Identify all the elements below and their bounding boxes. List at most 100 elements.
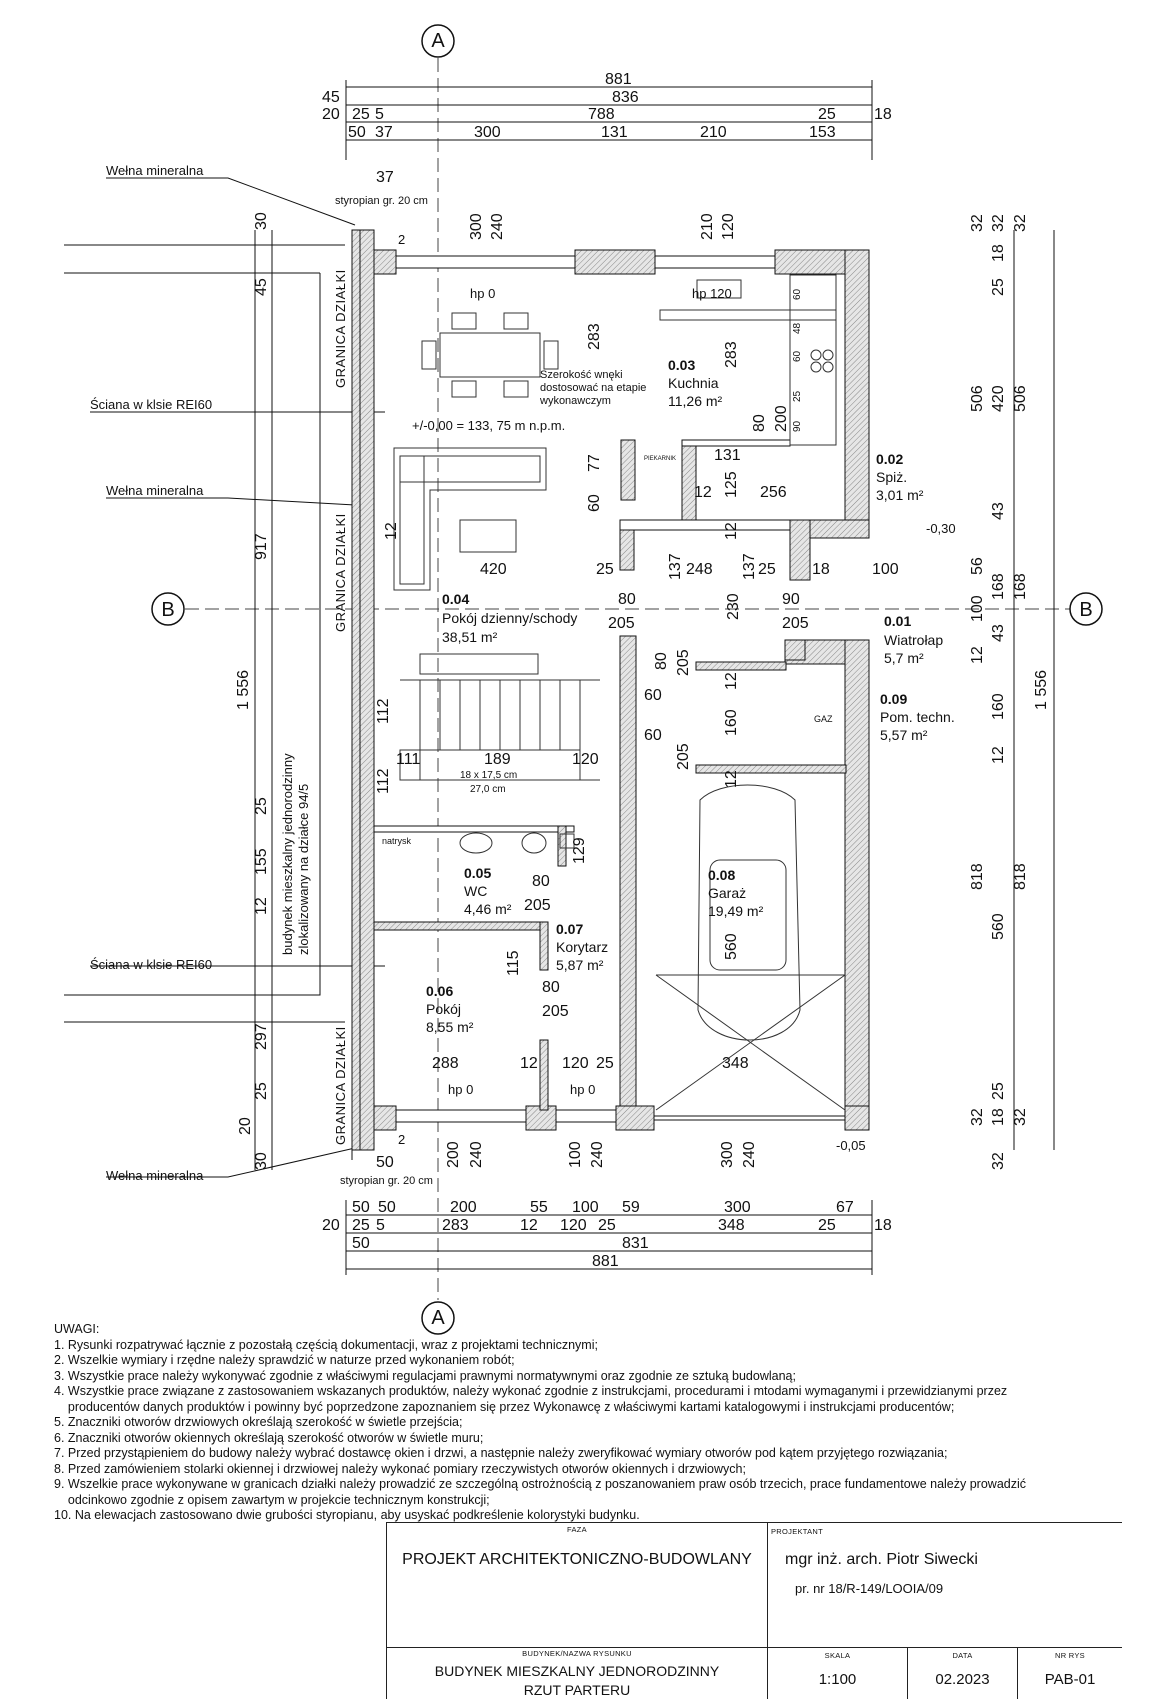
rysunek-value: RZUT PARTERU: [523, 1682, 631, 1698]
svg-text:Spiż.: Spiż.: [876, 469, 907, 485]
svg-text:210: 210: [699, 213, 716, 240]
svg-text:25: 25: [990, 278, 1007, 296]
svg-text:32: 32: [969, 1108, 986, 1126]
room-spiz: 0.02 Spiż. 3,01 m²: [876, 451, 924, 503]
svg-text:240: 240: [468, 1141, 485, 1168]
svg-text:32: 32: [990, 214, 1007, 232]
svg-text:205: 205: [524, 897, 551, 914]
svg-text:788: 788: [588, 106, 615, 123]
svg-text:12: 12: [383, 522, 400, 540]
svg-text:153: 153: [809, 124, 836, 141]
svg-text:50: 50: [352, 1235, 370, 1252]
svg-text:3,01 m²: 3,01 m²: [876, 487, 924, 503]
callout-labels: Wełna mineralna Ściana w klsie REI60 Weł…: [90, 163, 212, 1183]
svg-text:18: 18: [812, 561, 830, 578]
svg-text:0.05: 0.05: [464, 865, 491, 881]
svg-text:25: 25: [818, 106, 836, 123]
svg-text:12: 12: [723, 672, 740, 690]
room-technical: 0.09 Pom. techn. 5,57 m²: [880, 691, 955, 743]
svg-text:240: 240: [741, 1141, 758, 1168]
note-item: 3. Wszystkie prace należy wykonywać zgod…: [54, 1368, 796, 1383]
nr-label: NR RYS: [1054, 1651, 1085, 1660]
svg-text:wykonawczym: wykonawczym: [539, 395, 611, 407]
svg-text:168: 168: [1012, 573, 1029, 600]
svg-text:50: 50: [352, 1199, 370, 1216]
svg-text:12: 12: [723, 522, 740, 540]
note-item: 5. Znaczniki otworów drzwiowych określaj…: [54, 1415, 463, 1429]
svg-text:100: 100: [872, 561, 899, 578]
svg-text:12: 12: [990, 746, 1007, 764]
notes-section: UWAGI: 1. Rysunki rozpatrywać łącznie z …: [54, 1322, 1134, 1524]
svg-text:5: 5: [376, 1217, 385, 1234]
svg-text:77: 77: [586, 454, 603, 472]
svg-text:A: A: [431, 30, 445, 52]
svg-text:Garaż: Garaż: [708, 885, 746, 901]
note-item: 6. Znaczniki otworów okiennych określają…: [54, 1430, 484, 1445]
svg-text:25: 25: [990, 1082, 1007, 1100]
svg-text:125: 125: [723, 471, 740, 498]
svg-text:59: 59: [622, 1199, 640, 1216]
room-kitchen: 0.03 Kuchnia 11,26 m²: [668, 357, 723, 409]
svg-text:60: 60: [644, 687, 662, 704]
svg-text:Pom. techn.: Pom. techn.: [880, 709, 955, 725]
furniture: [393, 274, 846, 1111]
notes-heading: UWAGI:: [54, 1322, 100, 1336]
room-bedroom: 0.06 Pokój 8,55 m²: [426, 983, 474, 1035]
svg-text:12: 12: [969, 646, 986, 664]
svg-text:48: 48: [792, 322, 803, 334]
svg-text:GRANICA DZIAŁKI: GRANICA DZIAŁKI: [333, 513, 348, 632]
svg-text:240: 240: [489, 213, 506, 240]
svg-text:100: 100: [572, 1199, 599, 1216]
dimension-chain-top: [345, 80, 873, 160]
dimension-labels-top: 881 45 836 20 25 5 788 25 18 50 37 300 1…: [322, 71, 892, 207]
svg-text:12: 12: [520, 1055, 538, 1072]
svg-text:560: 560: [723, 933, 740, 960]
svg-text:12: 12: [694, 484, 712, 501]
svg-text:Wiatrołap: Wiatrołap: [884, 632, 943, 648]
data-label: DATA: [952, 1651, 973, 1660]
note-item: 4. Wszystkie prace związane z zastosowan…: [54, 1384, 1008, 1414]
room-wiatrolap: 0.01 Wiatrołap 5,7 m²: [884, 613, 943, 666]
svg-text:Pokój: Pokój: [426, 1001, 461, 1017]
svg-text:5,7 m²: 5,7 m²: [884, 650, 924, 666]
dimension-labels-left: 30 45 917 1 556 25 155 12 297 25 20 30: [235, 212, 270, 1170]
svg-text:5: 5: [375, 106, 384, 123]
window-dimensions-bottom: 200 240 100 240 300 240: [445, 1141, 758, 1168]
svg-text:0.06: 0.06: [426, 983, 453, 999]
room-wc: 0.05 WC 4,46 m²: [464, 865, 512, 917]
svg-text:25: 25: [352, 1217, 370, 1234]
svg-text:420: 420: [480, 561, 507, 578]
svg-text:283: 283: [442, 1217, 469, 1234]
svg-text:80: 80: [532, 873, 550, 890]
svg-text:120: 120: [562, 1055, 589, 1072]
svg-text:129: 129: [571, 837, 588, 864]
budynek-value: BUDYNEK MIESZKALNY JEDNORODZINNY: [434, 1663, 720, 1679]
svg-text:67: 67: [836, 1199, 854, 1216]
note-item: 10. Na elewacjach zastosowano dwie grubo…: [54, 1508, 640, 1522]
svg-text:240: 240: [589, 1141, 606, 1168]
svg-text:25: 25: [792, 390, 803, 402]
svg-text:205: 205: [782, 615, 809, 632]
svg-text:styropian gr. 20 cm: styropian gr. 20 cm: [335, 195, 428, 207]
svg-text:WC: WC: [464, 883, 487, 899]
svg-text:256: 256: [760, 484, 787, 501]
svg-text:styropian gr. 20 cm: styropian gr. 20 cm: [340, 1175, 433, 1187]
svg-text:18 x 17,5 cm: 18 x 17,5 cm: [460, 770, 517, 781]
svg-text:205: 205: [675, 743, 692, 770]
svg-text:GAZ: GAZ: [814, 714, 833, 724]
svg-text:120: 120: [572, 751, 599, 768]
svg-text:Wełna mineralna: Wełna mineralna: [106, 1168, 204, 1183]
svg-text:56: 56: [969, 557, 986, 575]
svg-text:19,49 m²: 19,49 m²: [708, 903, 764, 919]
svg-text:20: 20: [322, 1217, 340, 1234]
svg-text:189: 189: [484, 751, 511, 768]
svg-text:288: 288: [432, 1055, 459, 1072]
svg-text:32: 32: [990, 1152, 1007, 1170]
svg-text:45: 45: [253, 278, 270, 296]
svg-text:25: 25: [758, 561, 776, 578]
svg-text:283: 283: [586, 323, 603, 350]
svg-text:zlokalizowany na działce 94/5: zlokalizowany na działce 94/5: [296, 784, 311, 955]
svg-text:5,57 m²: 5,57 m²: [880, 727, 928, 743]
budynek-label: BUDYNEK/NAZWA RYSUNKU: [522, 1649, 632, 1658]
